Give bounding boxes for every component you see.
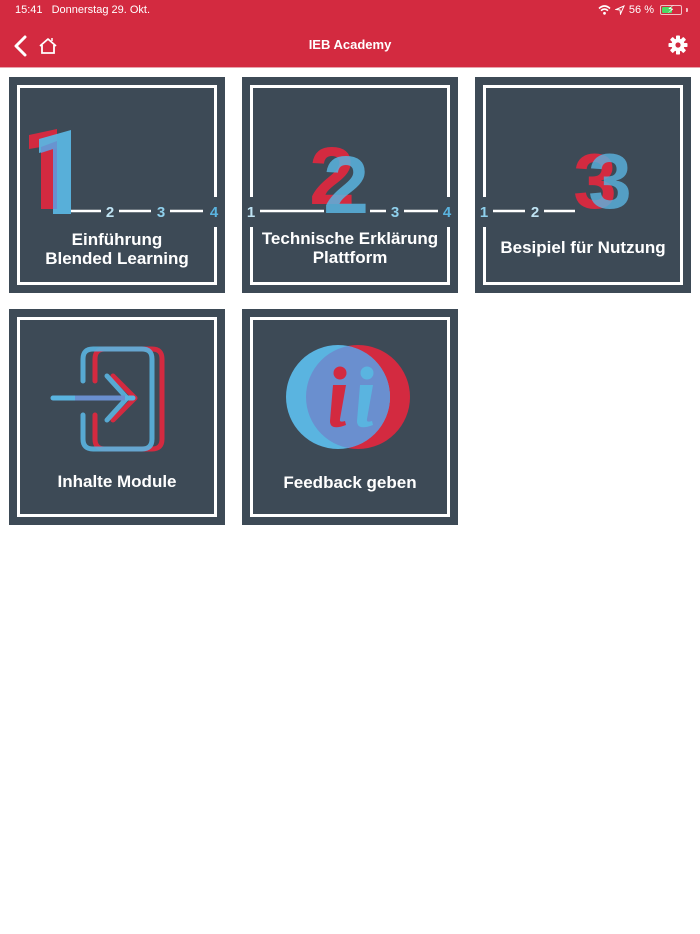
tile-label: Einführung Blended Learning [9,230,225,268]
tile-label-line2: Plattform [312,248,388,267]
back-button[interactable] [12,35,30,57]
tile-label-line1: Feedback geben [283,473,417,492]
sign-in-arrow-icon [50,346,165,452]
svg-text:4: 4 [443,204,452,221]
tile-frame [17,317,217,517]
step-2-icon: 2 2 1 3 4 [247,131,453,231]
tile-frame [17,85,217,285]
svg-text:3: 3 [157,204,165,221]
svg-text:2: 2 [323,140,369,231]
step-1-icon: 2 3 4 [29,129,220,227]
tile-label: Feedback geben [242,473,458,492]
tile-label-line1: Besipiel für Nutzung [500,238,666,257]
tile-technische-erklaerung-plattform[interactable]: 2 2 1 3 4 Technische Erklärung Plattform [242,77,458,293]
tile-frame [483,85,683,285]
svg-text:1: 1 [480,204,488,221]
tile-frame [250,317,450,517]
battery-icon: ⚡ [660,4,682,16]
home-button[interactable] [38,36,58,56]
tile-label: Inhalte Module [9,472,225,491]
wifi-icon [598,5,611,15]
tile-label-line1: Inhalte Module [57,472,177,491]
svg-text:4: 4 [210,204,219,221]
tile-feedback-geben[interactable]: Feedback geben [242,309,458,525]
page-title: IEB Academy [308,37,392,52]
tile-frame [250,85,450,285]
status-right: 56 % ⚡ [598,4,688,16]
info-feedback-icon [286,345,410,449]
svg-text:1: 1 [247,204,255,221]
svg-text:2: 2 [309,131,355,222]
svg-text:3: 3 [573,137,616,225]
tile-label: Besipiel für Nutzung [475,238,691,257]
svg-text:3: 3 [588,137,631,225]
status-date: Donnerstag 29. Okt. [51,4,151,16]
tile-beispiel-fuer-nutzung[interactable]: 3 3 1 2 Besipiel für Nutzung [475,77,691,293]
svg-text:3: 3 [391,204,399,221]
tile-label-line1: Technische Erklärung [261,229,439,248]
battery-cap [686,8,688,12]
location-arrow-icon [614,5,625,15]
svg-text:2: 2 [531,204,539,221]
status-left: 15:41 Donnerstag 29. Okt. [15,4,156,16]
nav-bar: IEB Academy [0,22,700,68]
chevron-left-icon [14,35,27,57]
tile-label-line2: Blended Learning [45,249,189,268]
tile-einfuehrung-blended-learning[interactable]: 2 3 4 Einführung Blended Learning [9,77,225,293]
status-time: 15:41 [15,4,43,16]
tile-label-line1: Einführung [71,230,163,249]
svg-text:2: 2 [106,204,114,221]
battery-percent: 56 % [628,4,654,16]
settings-button[interactable] [668,35,688,55]
step-3-icon: 3 3 1 2 [480,137,632,227]
gear-icon [668,35,688,55]
status-bar: 15:41 Donnerstag 29. Okt. 56 % ⚡ [0,0,700,22]
tile-inhalte-module[interactable]: Inhalte Module [9,309,225,525]
home-icon [39,38,57,54]
tile-label: Technische Erklärung Plattform [242,229,458,267]
